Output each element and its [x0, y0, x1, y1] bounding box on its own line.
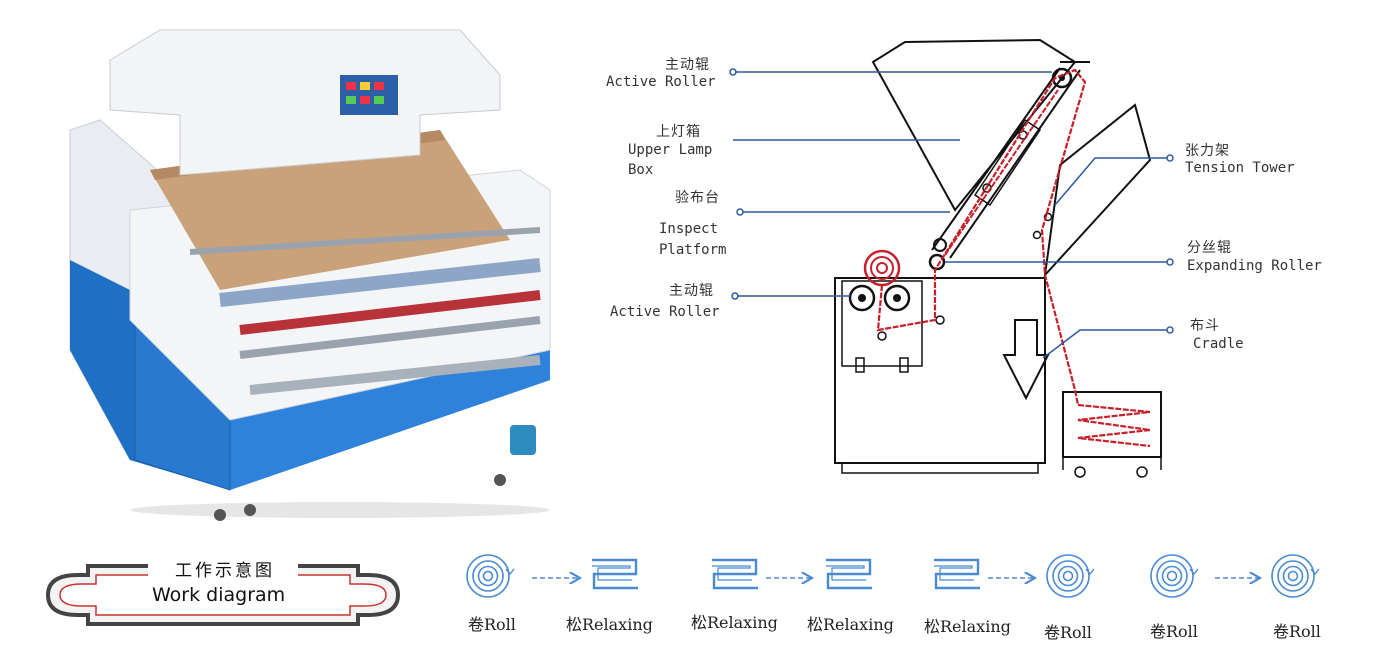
relaxing-icon — [710, 558, 760, 590]
relaxing-icon — [932, 558, 982, 590]
machine-photo — [69, 29, 551, 521]
upper-lamp-box-en2: Box — [628, 162, 654, 178]
tension-tower-shape — [1043, 103, 1152, 279]
relaxing-icon — [590, 558, 640, 590]
down-arrow-shape — [1002, 319, 1050, 401]
flow-2-to: 松Relaxing — [807, 615, 894, 634]
expanding-roller-cn: 分丝辊 — [1187, 240, 1232, 256]
active-roller-bottom-en: Active Roller — [610, 304, 720, 320]
expanding-roller-en: Expanding Roller — [1187, 258, 1322, 274]
tension-tower-cn: 张力架 — [1185, 143, 1230, 159]
inspect-platform-cn: 验布台 — [675, 190, 720, 206]
active-roller-top-en: Active Roller — [606, 74, 716, 90]
inspect-platform-en1: Inspect — [659, 221, 719, 237]
flow-2-from: 松Relaxing — [691, 613, 778, 632]
flow-4-to: 卷Roll — [1273, 622, 1321, 641]
badge-title-cn: 工作示意图 — [175, 561, 275, 581]
cradle-cn: 布斗 — [1190, 318, 1220, 334]
roll-icon — [466, 554, 515, 598]
roll-icon — [1046, 554, 1095, 598]
inspect-platform-en2: Platform — [659, 242, 727, 258]
relaxing-icon — [824, 558, 874, 590]
upper-lamp-box-shape — [871, 38, 1077, 212]
cradle-shape — [1062, 391, 1162, 458]
upper-lamp-box-en1: Upper Lamp — [628, 142, 713, 158]
flow-1-from: 卷Roll — [468, 615, 516, 634]
active-roller-bottom-cn: 主动辊 — [669, 283, 714, 299]
tension-tower-en: Tension Tower — [1185, 160, 1295, 176]
cradle-en: Cradle — [1193, 336, 1244, 352]
active-roller-top-shape — [1051, 67, 1073, 89]
roll-icon — [1271, 554, 1320, 598]
flow-4-from: 卷Roll — [1150, 622, 1198, 641]
flow-3-to: 卷Roll — [1044, 623, 1092, 642]
upper-lamp-box-cn: 上灯箱 — [656, 124, 701, 140]
roll-icon — [1150, 554, 1199, 598]
active-roller-bottom-shape — [848, 284, 876, 312]
flow-1-to: 松Relaxing — [566, 615, 653, 634]
work-diagram-badge — [45, 560, 401, 626]
active-roller-top-cn: 主动辊 — [665, 57, 710, 73]
flow-3-from: 松Relaxing — [924, 617, 1011, 636]
badge-title-en: Work diagram — [152, 584, 286, 606]
expanding-roller-shape — [928, 253, 946, 271]
